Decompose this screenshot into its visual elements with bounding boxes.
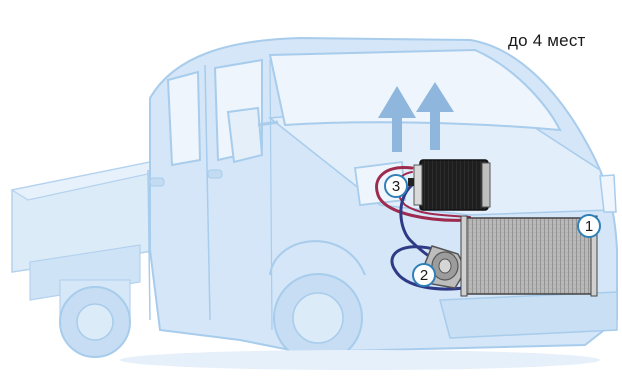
condenser-unit [461,216,597,296]
marker-2-label: 2 [420,267,428,284]
marker-1: 1 [578,215,600,237]
marker-3: 3 [385,175,407,197]
evaporator-unit [408,160,490,210]
marker-1-label: 1 [585,218,593,235]
marker-3-label: 3 [392,178,400,195]
seating-caption: до 4 мест [508,31,586,51]
marker-2: 2 [413,264,435,286]
